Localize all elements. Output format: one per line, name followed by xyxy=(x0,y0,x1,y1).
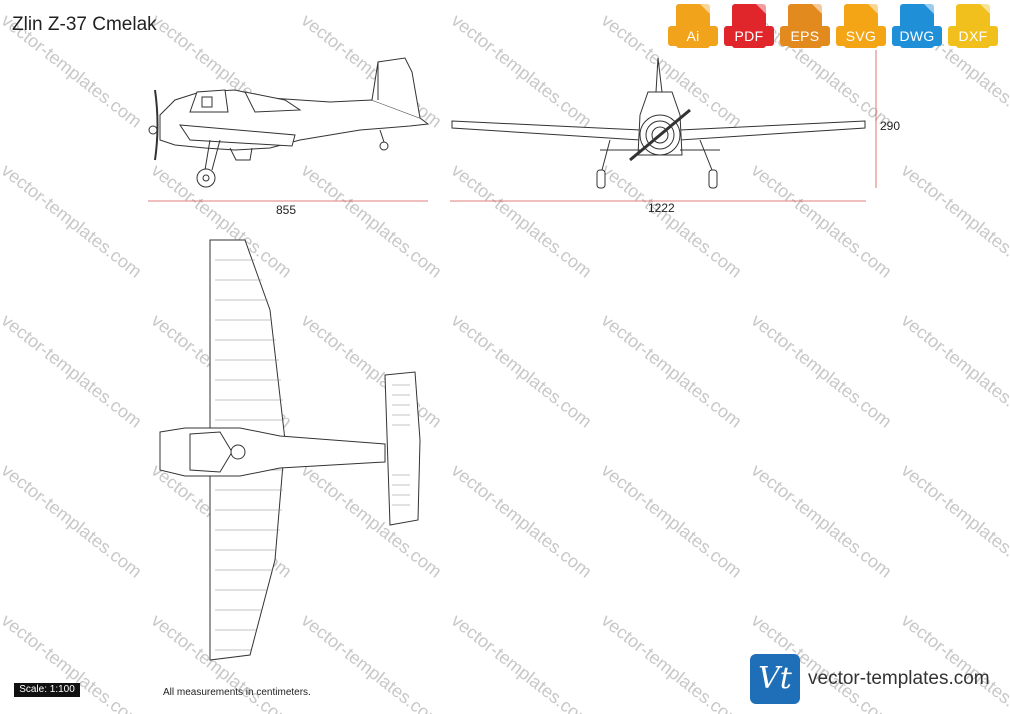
format-eps-label: EPS xyxy=(780,26,830,46)
format-ai-label: Ai xyxy=(668,26,718,46)
page-title: Zlin Z-37 Cmelak xyxy=(12,14,157,35)
side-view xyxy=(148,57,430,188)
vector-templates-logo-icon[interactable]: Vt xyxy=(750,654,800,704)
format-dxf-label: DXF xyxy=(948,26,998,46)
dimension-lines xyxy=(148,50,877,202)
format-pdf-label: PDF xyxy=(724,26,774,46)
format-dwg-button[interactable]: DWG xyxy=(892,4,942,52)
format-pdf-button[interactable]: PDF xyxy=(724,4,774,52)
format-svg-label: SVG xyxy=(836,26,886,46)
scale-badge: Scale: 1:100 xyxy=(14,683,80,697)
wingspan-dimension: 1222 xyxy=(648,201,675,215)
format-eps-button[interactable]: EPS xyxy=(780,4,830,52)
top-view xyxy=(159,239,421,661)
format-dxf-button[interactable]: DXF xyxy=(948,4,998,52)
height-dimension: 290 xyxy=(880,119,901,133)
format-download-bar: Ai PDF EPS SVG DWG DXF xyxy=(668,4,998,52)
format-ai-button[interactable]: Ai xyxy=(668,4,718,52)
measurement-note: All measurements in centimeters. xyxy=(163,687,311,698)
front-view xyxy=(451,57,866,189)
length-dimension: 855 xyxy=(276,203,297,217)
format-dwg-label: DWG xyxy=(892,26,942,46)
format-svg-button[interactable]: SVG xyxy=(836,4,886,52)
brand-site-link[interactable]: vector-templates.com xyxy=(808,668,990,689)
